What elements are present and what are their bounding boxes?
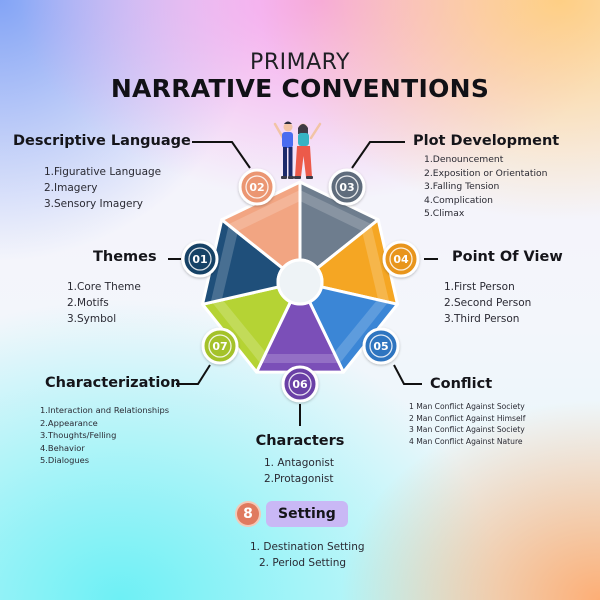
list-item: 1.Figurative Language <box>44 166 162 178</box>
heading-characters: Characters <box>255 433 345 449</box>
list-item: 5.Climax <box>424 208 465 219</box>
heading-conflict: Conflict <box>430 376 493 392</box>
heading-themes: Themes <box>93 249 157 265</box>
list-item: 1.Core Theme <box>67 281 141 293</box>
title-narrative-conventions: NARRATIVE CONVENTIONS <box>110 74 490 103</box>
list-item: 4.Complication <box>424 194 493 206</box>
connector-02 <box>192 141 251 169</box>
svg-text:03: 03 <box>339 181 354 194</box>
badge-02: 02 <box>238 168 276 206</box>
connector-05 <box>393 364 422 385</box>
list-point-of-view: 1.First Person 2.Second Person 3.Third P… <box>444 279 531 327</box>
heading-setting: Setting <box>266 501 348 527</box>
badge-07: 07 <box>201 327 239 365</box>
badge-06: 06 <box>281 365 319 403</box>
list-plot-development: 1.Denouncement 2.Exposition or Orientati… <box>424 153 548 221</box>
list-item: 5.Dialogues <box>40 455 90 465</box>
list-item: 1. Antagonist <box>264 457 334 469</box>
connector-03 <box>351 141 405 169</box>
list-item: 4 Man Conflict Against Nature <box>409 436 523 446</box>
list-item: 1 Man Conflict Against Society <box>409 402 525 411</box>
list-item: 3.Falling Tension <box>424 181 500 192</box>
list-item: 2.Protagonist <box>264 473 334 485</box>
svg-text:04: 04 <box>393 253 409 266</box>
list-item: 2.Motifs <box>67 297 109 309</box>
list-item: 1.First Person <box>444 281 515 293</box>
svg-text:05: 05 <box>373 340 388 353</box>
badge-04: 04 <box>382 240 420 278</box>
list-item: 3.Sensory Imagery <box>44 198 143 210</box>
badge-05: 05 <box>362 327 400 365</box>
heading-point-of-view: Point Of View <box>452 249 563 265</box>
list-item: 3.Third Person <box>444 313 520 325</box>
list-item: 3.Symbol <box>67 313 117 325</box>
list-item: 2.Second Person <box>444 297 532 309</box>
heading-characterization: Characterization <box>45 375 181 391</box>
list-item: 2.Exposition or Orientation <box>424 167 548 179</box>
title-primary: PRIMARY <box>250 50 350 75</box>
list-item: 2.Appearance <box>40 417 98 428</box>
svg-text:07: 07 <box>212 340 227 353</box>
list-item: 4.Behavior <box>40 442 85 453</box>
list-characters: 1. Antagonist 2.Protagonist <box>264 455 334 487</box>
svg-text:06: 06 <box>292 378 308 391</box>
list-characterization: 1.Interaction and Relationships 2.Appear… <box>40 404 169 467</box>
badge-03: 03 <box>328 168 366 206</box>
list-item: 1. Destination Setting <box>250 541 365 553</box>
list-descriptive-language: 1.Figurative Language 2.Imagery 3.Sensor… <box>44 164 161 212</box>
two-people-waving-icon <box>273 121 322 179</box>
list-item: 2 Man Conflict Against Himself <box>409 413 526 423</box>
heading-plot-development: Plot Development <box>413 133 560 149</box>
list-item: 3 Man Conflict Against Society <box>409 425 525 434</box>
list-item: 2. Period Setting <box>259 557 347 569</box>
heading-descriptive-language: Descriptive Language <box>13 133 191 149</box>
svg-text:01: 01 <box>192 253 207 266</box>
list-themes: 1.Core Theme 2.Motifs 3.Symbol <box>67 279 141 327</box>
list-item: 3.Thoughts/Felling <box>40 430 117 440</box>
connector-07 <box>176 364 211 385</box>
setting-number-badge: 8 <box>237 503 259 525</box>
wheel-hub <box>276 258 324 306</box>
svg-text:02: 02 <box>249 181 264 194</box>
list-conflict: 1 Man Conflict Against Society 2 Man Con… <box>409 401 525 447</box>
list-item: 1.Denouncement <box>424 154 504 165</box>
connector-lines <box>168 141 438 426</box>
list-item: 2.Imagery <box>44 182 98 194</box>
badge-01: 01 <box>181 240 219 278</box>
list-setting: 1. Destination Setting 2. Period Setting <box>250 539 365 571</box>
setting-header: 8 Setting <box>237 501 348 527</box>
list-item: 1.Interaction and Relationships <box>40 405 170 415</box>
sector-highlights <box>211 190 389 363</box>
